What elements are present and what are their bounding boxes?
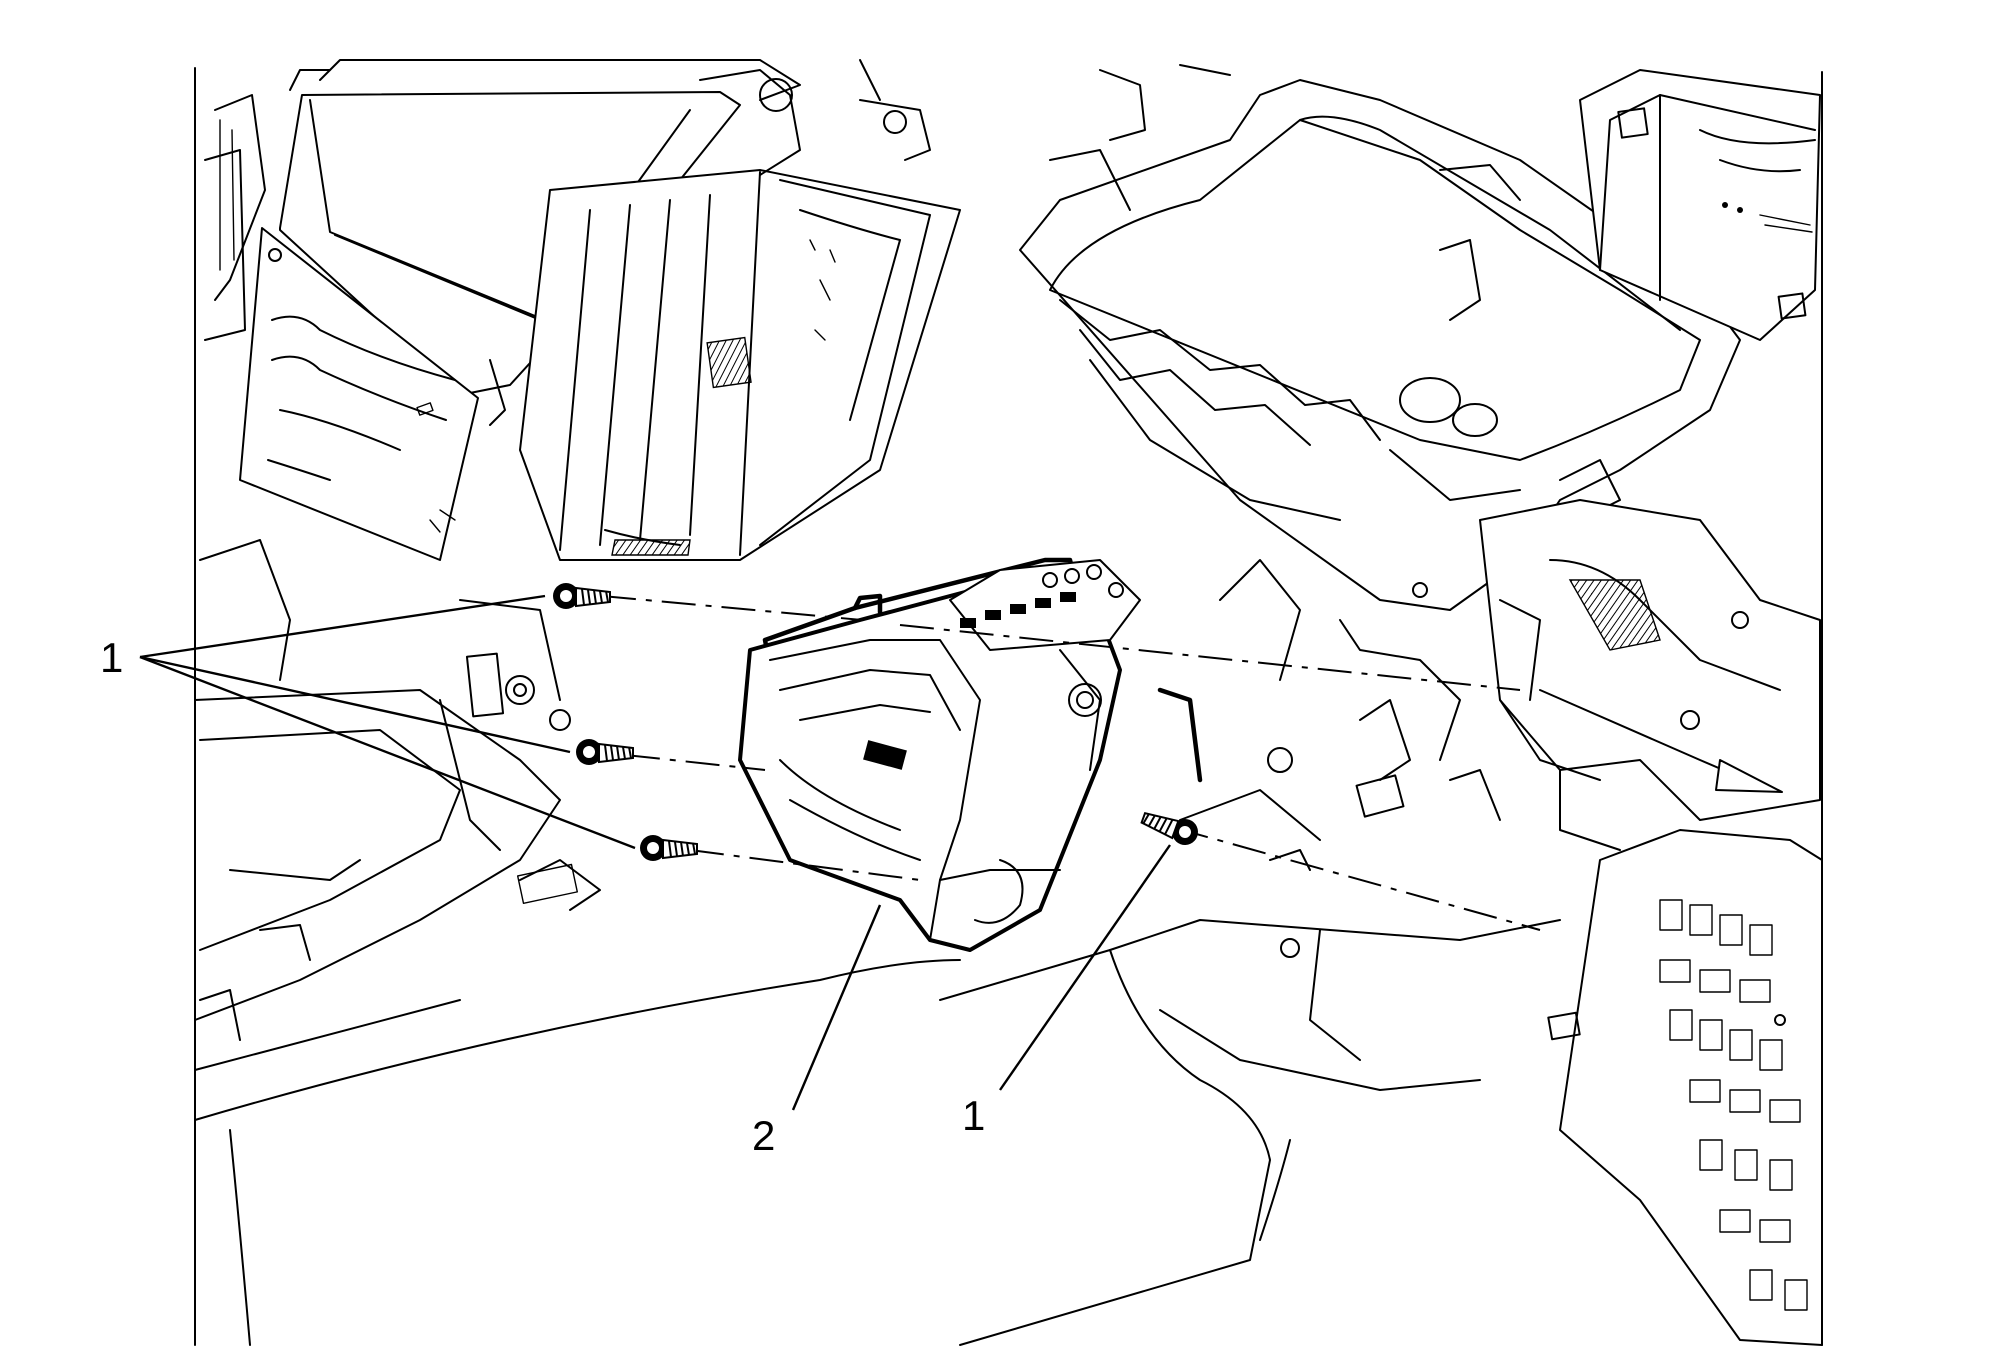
control-module — [1579, 69, 1821, 341]
fastener-screw-icon — [575, 738, 634, 766]
callout-label-1: 1 — [100, 634, 123, 681]
junction-block — [1547, 829, 1823, 1346]
right-bracket — [1479, 499, 1821, 851]
fastener-screw-icon — [639, 834, 698, 862]
fuse-grid — [1659, 899, 1808, 1311]
leader-lines — [139, 594, 1171, 1111]
callout-label-2: 2 — [752, 1112, 775, 1159]
fastener-screw-icon — [1138, 803, 1203, 850]
component-2-vent-assembly — [738, 557, 1203, 952]
direction-arrow — [1539, 689, 1783, 793]
fastener-screw-icon — [552, 582, 611, 610]
vent-housing — [519, 59, 961, 561]
alignment-lines — [601, 595, 1541, 931]
upper-connector-cluster — [949, 559, 1141, 651]
lower-console — [194, 539, 961, 1346]
callout-label-1: 1 — [962, 1092, 985, 1139]
lower-trim-panel — [939, 789, 1561, 1346]
center-ribs — [1219, 559, 1541, 821]
